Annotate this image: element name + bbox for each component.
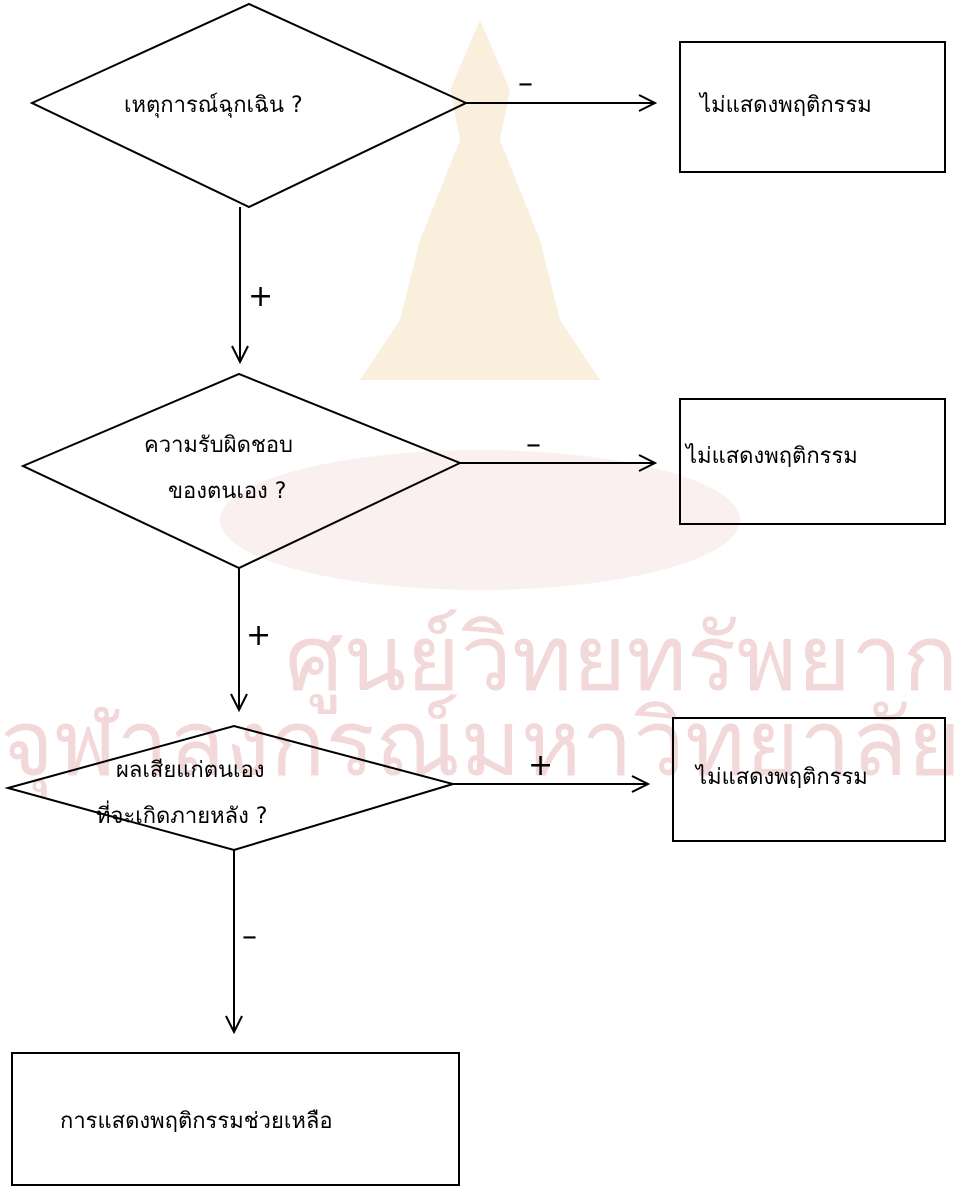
result-box-1-label: ไม่แสดงพฤติกรรม xyxy=(698,92,872,118)
decision-responsibility-line-1: ความรับผิดชอบ xyxy=(144,433,293,458)
decision-self-consequence-line-2: ที่จะเกิดภายหลัง ? xyxy=(96,800,267,829)
result-box-3 xyxy=(672,717,946,842)
edge-d1-r1-sign: – xyxy=(518,66,533,101)
edge-d2-d3-sign: + xyxy=(246,618,271,653)
edge-d2-r2-sign: – xyxy=(526,427,541,462)
decision-emergency-label: เหตุการณ์ฉุกเฉิน ? xyxy=(124,93,303,118)
watermark-line-1: ศูนย์วิทยทรัพยากร xyxy=(285,605,955,714)
result-box-3-label: ไม่แสดงพฤติกรรม xyxy=(694,764,868,790)
decision-responsibility-line-2: ของตนเอง ? xyxy=(168,479,286,504)
edge-d1-d2-sign: + xyxy=(248,279,273,314)
final-action-box xyxy=(11,1052,460,1186)
final-action-box-label: การแสดงพฤติกรรมช่วยเหลือ xyxy=(60,1109,333,1134)
watermark-line-2: จุฬาลงกรณ์มหาวิทยาลัย xyxy=(0,690,955,800)
result-box-2-label: ไม่แสดงพฤติกรรม xyxy=(684,443,858,469)
edge-d3-r3-sign: + xyxy=(528,748,553,783)
edge-d3-final-sign: – xyxy=(242,919,257,954)
decision-self-consequence-line-1: ผลเสียแก่ตนเอง xyxy=(116,758,265,783)
watermark-emblem xyxy=(220,20,740,590)
result-box-1 xyxy=(679,41,946,173)
result-box-2 xyxy=(679,398,946,525)
